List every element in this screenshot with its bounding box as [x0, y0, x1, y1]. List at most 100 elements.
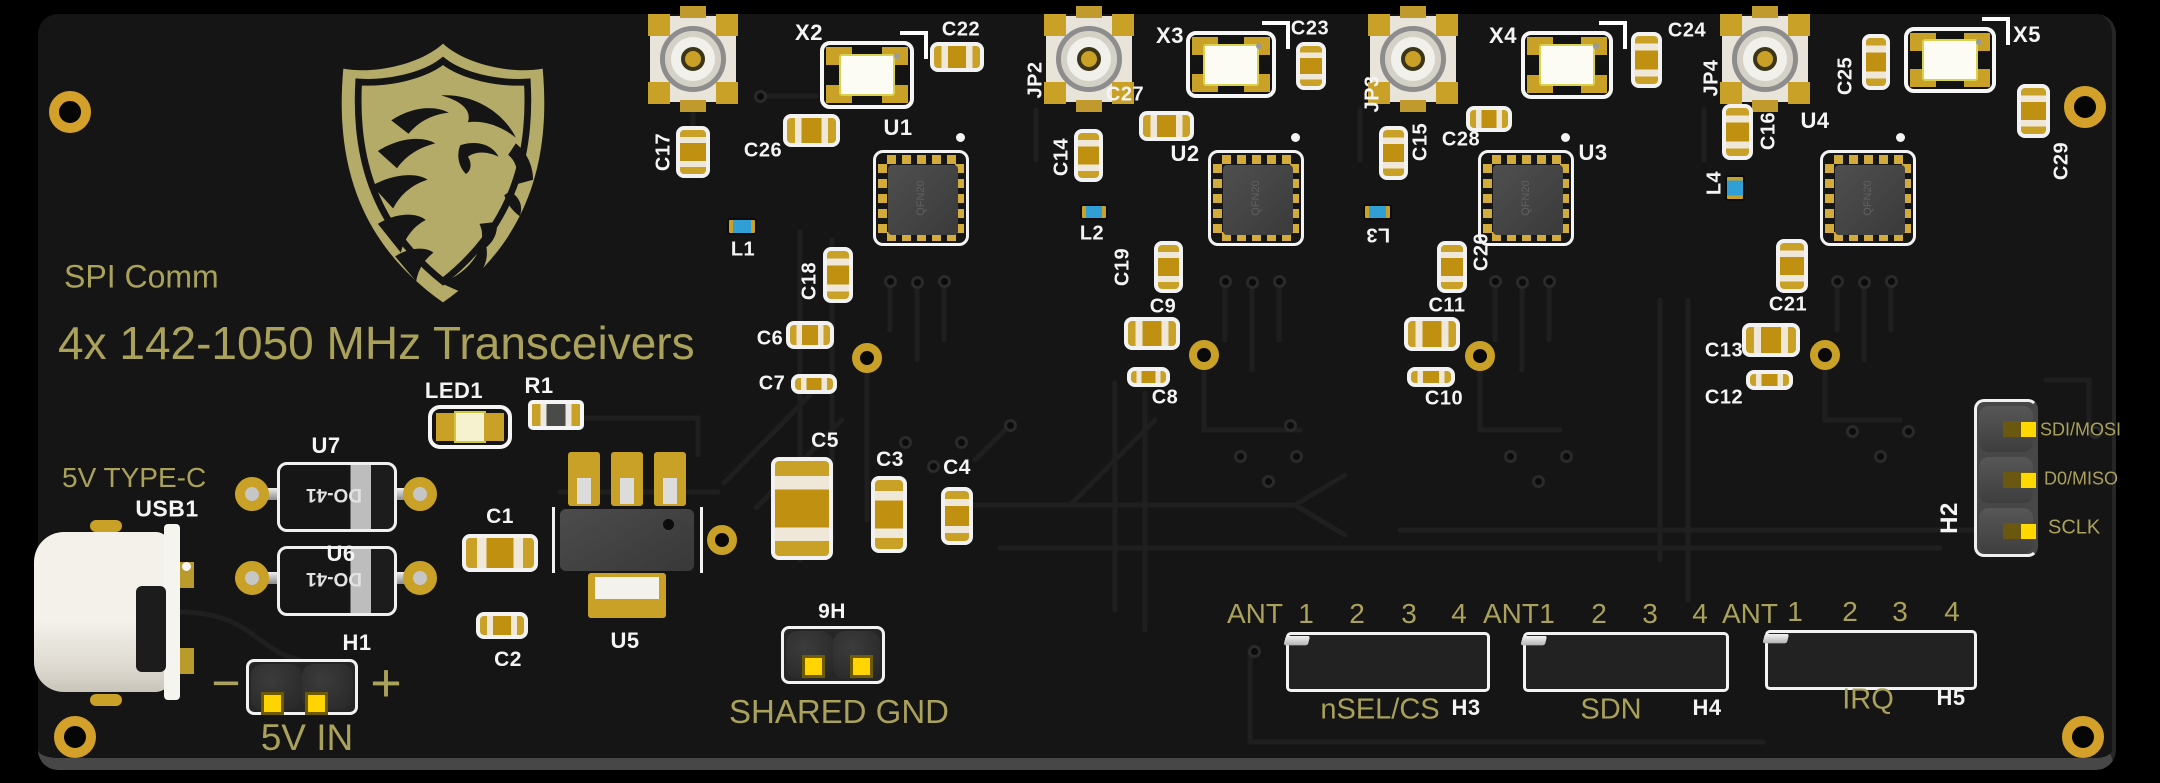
via — [1516, 276, 1529, 289]
mounting-hole — [2064, 86, 2106, 128]
ufl-connector — [648, 6, 738, 112]
usb-c-connector-part — [180, 648, 194, 674]
label-c15: C15 — [1409, 122, 1432, 162]
regulator-u5-part — [595, 577, 659, 599]
ufl-connector-jp4-part — [1752, 100, 1778, 112]
trace — [1247, 649, 1766, 745]
header-9h — [781, 626, 885, 684]
ufl-connector-part — [680, 6, 706, 18]
trace — [1822, 367, 1903, 423]
ufl-connector-jp3-part — [1401, 47, 1425, 71]
label-l2: L2 — [1079, 222, 1105, 245]
via — [1004, 419, 1017, 432]
label-c27: C27 — [1105, 83, 1145, 106]
label-4: 4 — [1692, 598, 1708, 629]
silk-dot — [1561, 133, 1570, 142]
diode-pad — [403, 477, 437, 511]
trace — [177, 609, 303, 663]
label-r1: R1 — [524, 373, 554, 398]
label-h1: H1 — [342, 630, 372, 655]
via — [1504, 450, 1517, 463]
diode-pad — [403, 561, 437, 595]
label-c10: C10 — [1424, 387, 1464, 410]
label-u7: U7 — [311, 433, 341, 458]
label-nsel-cs: nSEL/CS — [1320, 693, 1440, 726]
gold-via — [707, 525, 737, 555]
label-2: 2 — [1842, 596, 1858, 627]
label-jp3: JP3 — [1361, 75, 1384, 113]
label-do-41: DO-41 — [306, 568, 362, 589]
via — [927, 460, 940, 473]
header-h2-part — [1979, 457, 2036, 503]
cap-c29 — [2017, 84, 2050, 138]
via — [1532, 475, 1545, 488]
inductor-l3 — [1363, 204, 1392, 220]
cap-c27 — [1139, 111, 1194, 141]
crystal-x2 — [820, 31, 928, 109]
label-c8: C8 — [1151, 386, 1179, 409]
via — [911, 276, 924, 289]
label-4: 4 — [1451, 598, 1467, 629]
via — [1831, 275, 1844, 288]
label-jp4: JP4 — [1700, 59, 1723, 97]
regulator-u5-part — [588, 573, 666, 618]
cap-c3 — [871, 476, 907, 553]
label-c26: C26 — [743, 139, 783, 162]
cap-c13 — [1742, 323, 1800, 357]
cap-c28 — [1466, 106, 1512, 132]
trace — [582, 415, 701, 458]
ufl-connector-jp4 — [1720, 6, 1810, 112]
ufl-connector-part — [648, 82, 670, 104]
label-1: 1 — [1787, 596, 1803, 627]
label-sdn: SDN — [1580, 693, 1642, 726]
gold-via — [1189, 340, 1219, 370]
trace — [1477, 368, 1563, 433]
ufl-connector-part — [648, 14, 670, 36]
label-c29: C29 — [2050, 141, 2073, 181]
label-c20: C20 — [1470, 232, 1493, 272]
regulator-u5-part — [663, 519, 674, 530]
ic-u2-part — [1223, 165, 1293, 235]
label-h4: H4 — [1692, 695, 1722, 720]
label-5v-in: 5V IN — [260, 717, 354, 758]
silk-dot — [1291, 133, 1300, 142]
label-h3: H3 — [1451, 695, 1481, 720]
ufl-connector-part — [716, 14, 738, 36]
ufl-connector-part — [716, 82, 738, 104]
label-sdi-mosi: SDI/MOSI — [2040, 419, 2122, 440]
label-c21: C21 — [1768, 293, 1808, 316]
diode-u6-part — [277, 546, 397, 616]
ufl-connector-jp2-part — [1112, 82, 1134, 104]
cap-c26 — [783, 114, 840, 147]
trace — [1292, 502, 1348, 538]
label-1: 1 — [1298, 598, 1314, 629]
gold-via — [1810, 340, 1840, 370]
gold-via — [1465, 341, 1495, 371]
trace — [2043, 377, 2092, 429]
label-c28: C28 — [1441, 128, 1481, 151]
label-4: 4 — [1944, 596, 1960, 627]
via — [1858, 276, 1871, 289]
ufl-connector-jp4-part — [1753, 47, 1777, 71]
ic-u4-part — [1835, 165, 1905, 235]
via — [1246, 276, 1259, 289]
label-3: 3 — [1892, 596, 1908, 627]
label-c11: C11 — [1428, 294, 1466, 317]
regulator-u5-part — [568, 452, 600, 506]
label-h5: H5 — [1936, 685, 1966, 710]
ic-u1-part — [887, 232, 959, 241]
cap-c19 — [1154, 241, 1183, 293]
label-usb1: USB1 — [135, 495, 199, 522]
ufl-connector-jp3-part — [1368, 14, 1390, 36]
via — [754, 90, 767, 103]
via — [1273, 275, 1286, 288]
cap-c14 — [1074, 129, 1103, 182]
diode-pad — [235, 477, 269, 511]
crystal-x4-part — [1539, 44, 1595, 86]
trace — [721, 392, 813, 486]
cap-c21 — [1776, 239, 1808, 293]
cap-c11 — [1404, 317, 1460, 351]
regulator-u5-part — [560, 509, 694, 571]
ufl-connector-part — [680, 100, 706, 112]
label-c2: C2 — [494, 648, 522, 671]
